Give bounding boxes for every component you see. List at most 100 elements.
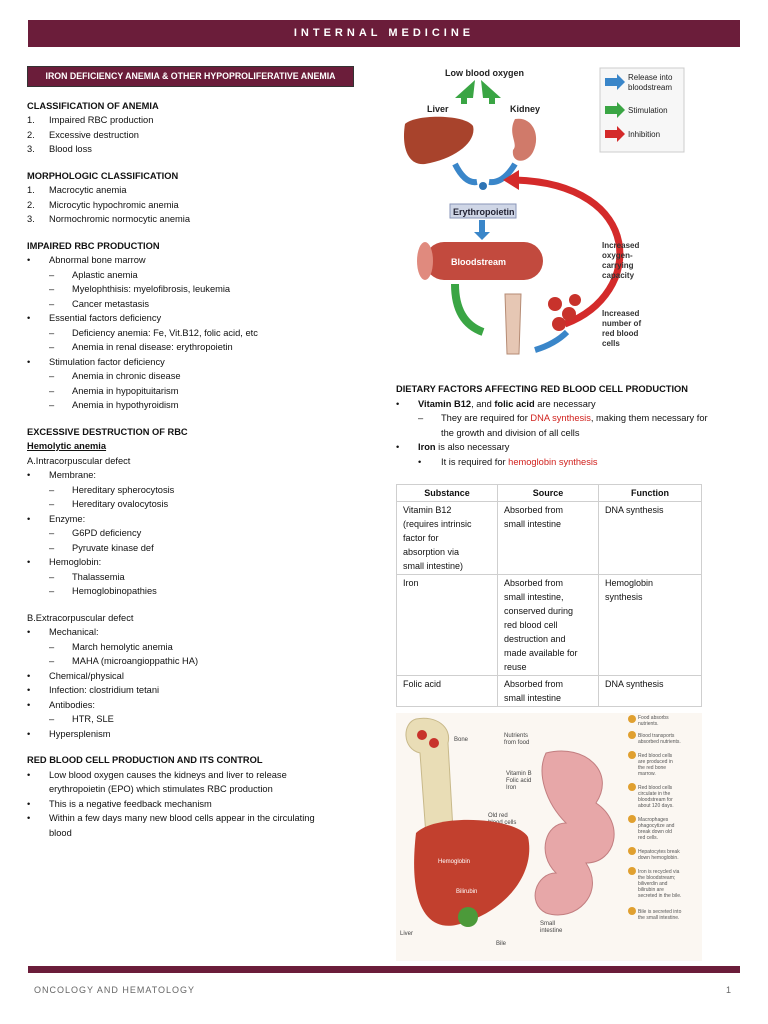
- rbc-cell: [562, 307, 576, 321]
- list-item: blood: [49, 827, 72, 838]
- list-item: 2.Excessive destruction: [27, 129, 139, 140]
- list-item: •Iron is also necessary: [396, 442, 510, 452]
- rbc-cell: [548, 297, 562, 311]
- legend-release-label: Release into bloodstream: [628, 73, 675, 92]
- list-item: erythropoietin (EPO) which stimulates RB…: [49, 784, 273, 794]
- blue-arrow-kidney: [488, 162, 518, 186]
- legend-red-arrow: [605, 126, 625, 142]
- list-item: 2.Microcytic hypochromic anemia: [27, 199, 179, 210]
- dietary-list: •Vitamin B12, and folic acid are necessa…: [396, 397, 746, 470]
- table-cell: DNA synthesis: [598, 501, 702, 575]
- rbc-control-heading: RED BLOOD CELL PRODUCTION AND ITS CONTRO…: [27, 755, 263, 765]
- list-item: –March hemolytic anemia: [49, 641, 173, 652]
- list-item: •Membrane:: [27, 470, 97, 480]
- morphologic-heading: MORPHOLOGIC CLASSIFICATION: [27, 170, 179, 181]
- section-banner: IRON DEFICIENCY ANEMIA & OTHER HYPOPROLI…: [27, 66, 354, 87]
- kidney-label: Kidney: [510, 104, 540, 114]
- dietary-heading: DIETARY FACTORS AFFECTING RED BLOOD CELL…: [396, 384, 688, 394]
- list-item: •Low blood oxygen causes the kidneys and…: [27, 769, 287, 780]
- rbc-number-label: Increased number of red blood cells: [602, 309, 643, 348]
- small-intestine-label: Small intestine: [540, 921, 563, 934]
- liver-label: Liver: [427, 104, 449, 114]
- erythropoietin-label: Erythropoietin: [453, 207, 515, 217]
- vitamin-label: Vitamin B Folic acid Iron: [506, 771, 533, 791]
- green-arrow-left: [455, 80, 475, 104]
- list-item: •Stimulation factor deficiency: [27, 356, 165, 367]
- header-source: Source: [497, 484, 599, 502]
- bloodstream-end: [417, 242, 433, 280]
- impaired-list: •Abnormal bone marrow –Aplastic anemia –…: [27, 253, 367, 413]
- list-item: •It is required for hemoglobin synthesis: [418, 456, 598, 467]
- intracorpuscular-label: A.Intracorpuscular defect: [27, 455, 131, 466]
- red-arrowhead: [503, 170, 519, 190]
- dietary-section: DIETARY FACTORS AFFECTING RED BLOOD CELL…: [396, 382, 746, 469]
- list-item: –Pyruvate kinase def: [49, 542, 154, 553]
- legend-inhibition-label: Inhibition: [628, 130, 660, 139]
- list-item: •Vitamin B12, and folic acid are necessa…: [396, 398, 596, 409]
- list-item: •Essential factors deficiency: [27, 313, 162, 323]
- intracorpuscular-list: •Membrane: –Hereditary spherocytosis –He…: [27, 468, 367, 599]
- header-substance: Substance: [396, 484, 498, 502]
- kidney-shape: [512, 118, 537, 161]
- table-cell: Folic acid: [396, 675, 498, 707]
- nutrients-label: Nutrients from food: [504, 733, 530, 746]
- substance-table: Substance Source Function Vitamin B12(re…: [396, 484, 702, 707]
- liver-label: Liver: [400, 931, 413, 937]
- list-item: –Hemoglobinopathies: [49, 586, 157, 596]
- list-item: –Hereditary ovalocytosis: [49, 499, 169, 509]
- liver-shape: [414, 819, 530, 926]
- excessive-heading: EXCESSIVE DESTRUCTION OF RBC: [27, 426, 188, 437]
- red-feedback-arrow: [514, 176, 624, 328]
- footer-section-title: ONCOLOGY AND HEMATOLOGY: [34, 985, 196, 995]
- list-item: –G6PD deficiency: [49, 528, 142, 538]
- erythropoietin-box: [449, 203, 517, 219]
- bone-shape: [504, 293, 522, 355]
- footer-bar: [28, 966, 740, 973]
- extracorpuscular-list: •Mechanical: –March hemolytic anemia –MA…: [27, 625, 367, 741]
- legend-green-arrow: [605, 102, 625, 118]
- list-item: the growth and division of all cells: [441, 427, 580, 438]
- list-item: •Hypersplenism: [27, 728, 111, 739]
- list-item: •Within a few days many new blood cells …: [27, 813, 315, 823]
- blue-arrow-down: [474, 220, 490, 240]
- low-oxygen-label: Low blood oxygen: [445, 68, 524, 78]
- liver-shape: [403, 116, 474, 165]
- bloodstream-label: Bloodstream: [451, 257, 506, 267]
- list-item: –HTR, SLE: [49, 714, 114, 724]
- step-badge: [628, 867, 636, 875]
- blue-arrow-liver: [452, 162, 478, 186]
- page-number: 1: [726, 985, 732, 995]
- bloodstream-tube: [425, 242, 543, 280]
- list-item: –Aplastic anemia: [49, 269, 138, 280]
- list-item: –Myelophthisis: myelofibrosis, leukemia: [49, 284, 231, 294]
- list-item: –Anemia in hypothyroidism: [49, 400, 179, 410]
- list-item: –Anemia in hypopituitarism: [49, 385, 179, 396]
- step-badge: [628, 907, 636, 915]
- list-item: 1.Impaired RBC production: [27, 115, 154, 125]
- table-cell: DNA synthesis: [598, 675, 702, 707]
- oxygen-capacity-label: Increased oxygen- carrying capacity: [602, 241, 642, 280]
- marrow-cell: [417, 730, 427, 740]
- list-item: •Chemical/physical: [27, 670, 124, 681]
- list-item: –Anemia in renal disease: erythropoietin: [49, 342, 233, 352]
- list-item: •Mechanical:: [27, 627, 99, 637]
- list-item: •Antibodies:: [27, 699, 95, 710]
- list-item: •Hemoglobin:: [27, 557, 102, 567]
- list-item: –Thalassemia: [49, 571, 125, 582]
- list-item: –They are required for DNA synthesis, ma…: [418, 413, 708, 423]
- extracorpuscular-label: B.Extracorpuscular defect: [27, 612, 134, 623]
- list-item: –Anemia in chronic disease: [49, 371, 181, 381]
- step-badge: [628, 715, 636, 723]
- header-function: Function: [598, 484, 702, 502]
- list-item: –Deficiency anemia: Fe, Vit.B12, folic a…: [49, 327, 258, 338]
